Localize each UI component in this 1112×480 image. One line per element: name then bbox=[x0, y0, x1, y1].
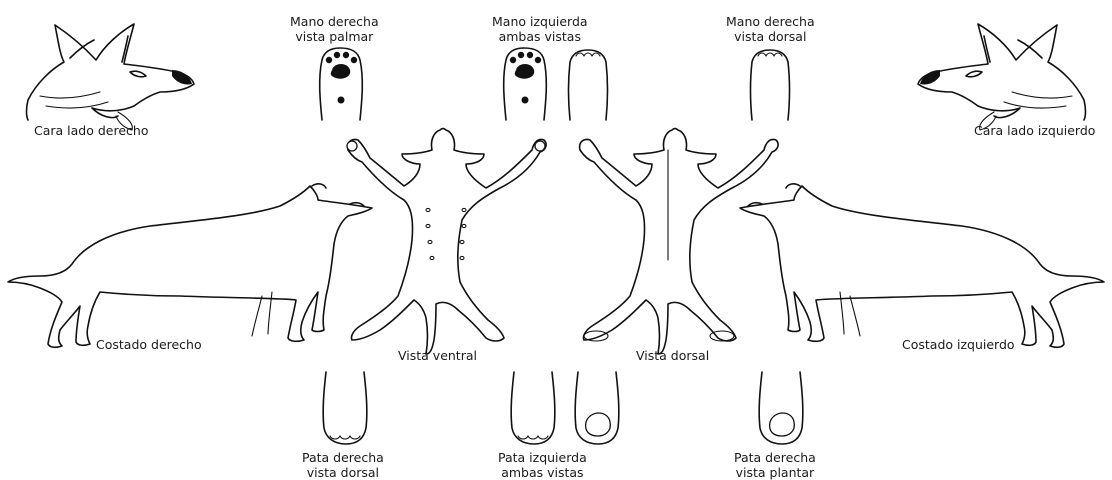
label-side-right: Costado derecho bbox=[96, 337, 202, 352]
dog-body-dorsal-view bbox=[580, 129, 778, 355]
dog-head-right-side bbox=[27, 24, 195, 130]
label-hand-left-both-line1: Mano izquierda bbox=[492, 14, 588, 29]
label-foot-left-both-line1: Pata izquierda bbox=[498, 450, 587, 465]
label-hand-right-dorsal-line2: vista dorsal bbox=[726, 29, 815, 44]
hind-paw-right-plantar bbox=[759, 372, 803, 444]
dog-body-left-side bbox=[740, 184, 1104, 347]
hind-paw-left-plantar bbox=[575, 372, 619, 444]
front-paw-right-dorsal bbox=[751, 50, 790, 120]
dog-body-right-side bbox=[8, 184, 372, 347]
label-hand-right-dorsal-line1: Mano derecha bbox=[726, 14, 815, 29]
label-hand-right-palmar-line1: Mano derecha bbox=[290, 14, 379, 29]
label-side-left: Costado izquierdo bbox=[902, 337, 1015, 352]
label-hand-left-both-line2: ambas vistas bbox=[492, 29, 588, 44]
hind-paw-right-dorsal bbox=[323, 372, 367, 444]
front-paw-left-dorsal bbox=[569, 50, 608, 120]
label-face-left: Cara lado izquierdo bbox=[974, 123, 1095, 138]
dog-body-ventral-view bbox=[347, 129, 546, 355]
front-paw-left-palmar bbox=[504, 48, 547, 120]
label-foot-right-plantar-line1: Pata derecha bbox=[734, 450, 816, 465]
label-foot-right-dorsal: Pata derecha vista dorsal bbox=[302, 450, 384, 480]
hind-paw-left-dorsal bbox=[511, 372, 555, 444]
label-hand-right-palmar: Mano derecha vista palmar bbox=[290, 14, 379, 44]
label-view-ventral: Vista ventral bbox=[398, 348, 477, 363]
front-paw-right-palmar bbox=[320, 48, 363, 120]
label-foot-right-plantar: Pata derecha vista plantar bbox=[734, 450, 816, 480]
label-foot-right-dorsal-line2: vista dorsal bbox=[302, 465, 384, 480]
label-hand-right-palmar-line2: vista palmar bbox=[290, 29, 379, 44]
label-foot-right-plantar-line2: vista plantar bbox=[734, 465, 816, 480]
label-foot-left-both-line2: ambas vistas bbox=[498, 465, 587, 480]
label-hand-left-both: Mano izquierda ambas vistas bbox=[492, 14, 588, 44]
label-foot-right-dorsal-line1: Pata derecha bbox=[302, 450, 384, 465]
label-face-right: Cara lado derecho bbox=[34, 123, 148, 138]
label-view-dorsal: Vista dorsal bbox=[636, 348, 709, 363]
label-hand-right-dorsal: Mano derecha vista dorsal bbox=[726, 14, 815, 44]
dog-head-left-side bbox=[918, 24, 1086, 130]
label-foot-left-both: Pata izquierda ambas vistas bbox=[498, 450, 587, 480]
